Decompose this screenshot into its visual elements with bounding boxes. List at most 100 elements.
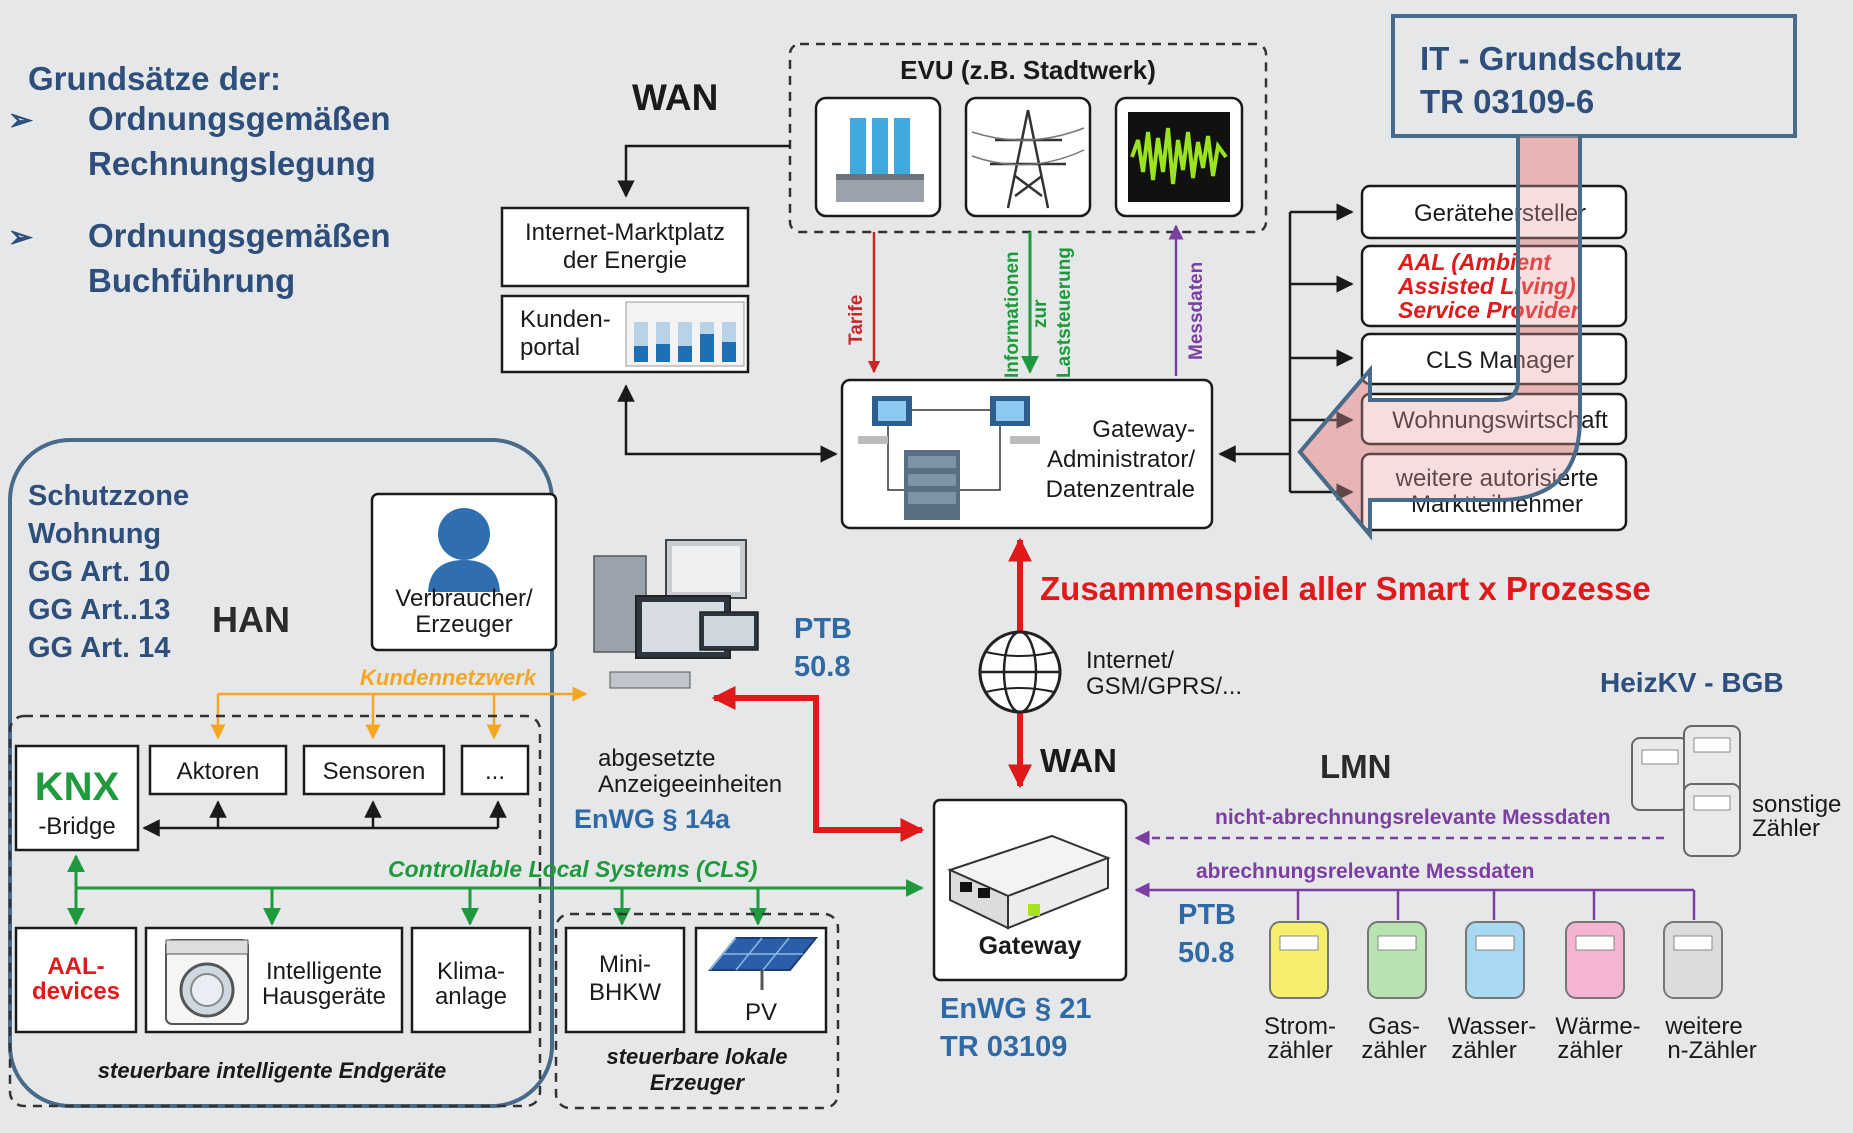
participant-wohnung	[1360, 392, 1628, 446]
evu-to-marketplace-arrow	[617, 144, 790, 198]
knx-box	[14, 744, 140, 852]
server-network-icon	[858, 396, 1040, 520]
internet-line-2: GSM/GPRS/...	[1086, 673, 1242, 700]
endgeraete-caption: steuerbare intelligente Endgeräte	[98, 1058, 446, 1083]
gateway-label: Gateway	[979, 932, 1082, 960]
more-devices-box	[460, 744, 530, 796]
aktoren-box	[148, 744, 288, 796]
meter-label-weitere-1: weitere	[1664, 1013, 1742, 1040]
abrechnung-arrow-group	[1134, 882, 1696, 920]
ptb-top-line-1: PTB	[794, 613, 852, 645]
portal-line-2: portal	[520, 334, 580, 361]
sonstige-line-2: Zähler	[1752, 815, 1820, 842]
verbraucher-line-1: Verbraucher/	[395, 585, 533, 612]
bullet-2-line-2: Buchführung	[88, 262, 295, 299]
schutzzone-line-5: GG Art. 14	[28, 632, 170, 664]
participant-hersteller	[1360, 184, 1628, 240]
it-grundschutz-subtitle: TR 03109-6	[1420, 83, 1594, 120]
han-devices-frame	[8, 714, 542, 1108]
sonstige-line-1: sonstige	[1752, 791, 1841, 818]
enwg21-line-2: TR 03109	[940, 1031, 1067, 1063]
info-label-2: zur	[1030, 299, 1051, 328]
evu-gwa-flows: Tarife Informationen zur Laststeuerung M…	[846, 224, 1207, 378]
meter-label-waerme-2: zähler	[1557, 1037, 1622, 1064]
anzeige-line-1: abgesetzte	[598, 745, 715, 772]
meter-label-gas-2: zähler	[1361, 1037, 1426, 1064]
participant-cls-manager	[1360, 332, 1628, 386]
lmn-label: LMN	[1320, 748, 1391, 785]
power-plant-icon	[814, 96, 942, 218]
knx-bridge: KNX -Bridge	[14, 744, 140, 852]
weitere-meter-icon	[1663, 921, 1723, 999]
erzeuger-frame	[554, 912, 840, 1110]
tarife-label: Tarife	[846, 295, 867, 345]
kundennetzwerk-label: Kundennetzwerk	[360, 665, 538, 690]
portal-gwa-arrow	[617, 384, 838, 463]
aal-devices-line-1: AAL-	[47, 953, 104, 980]
verbraucher-group: Verbraucher/ Erzeuger	[370, 492, 558, 652]
hausgeraete-line-2: Hausgeräte	[262, 983, 386, 1010]
portal-bar-chart-icon	[625, 301, 745, 367]
participants-group: Gerätehersteller AAL (Ambient Assisted L…	[1218, 184, 1628, 532]
principles-title: Grundsätze der:	[28, 60, 281, 97]
person-icon	[428, 508, 500, 592]
participant-weitere-line-2: Marktteilnehmer	[1411, 491, 1583, 518]
aktoren-label: Aktoren	[177, 758, 260, 785]
enwg14a-label: EnWG § 14a	[574, 804, 731, 834]
info-label-1: Informationen	[1002, 251, 1023, 378]
portal-line-1: Kunden-	[520, 306, 611, 333]
gwa-line-1: Gateway-	[1092, 416, 1195, 443]
enwg21-line-1: EnWG § 21	[940, 993, 1092, 1025]
ptb-bottom-line-1: PTB	[1178, 899, 1236, 931]
evu-group: EVU (z.B. Stadtwerk)	[788, 42, 1268, 234]
gateway-group: Gateway	[932, 798, 1128, 982]
gas-meter-icon	[1367, 921, 1427, 999]
erzeuger-caption-line-1: steuerbare lokale	[607, 1044, 788, 1069]
participant-aal-line-2: Assisted Living)	[1397, 273, 1576, 299]
meter-label-wasser-1: Wasser-	[1448, 1013, 1536, 1040]
bhkw-line-1: Mini-	[599, 951, 651, 978]
it-grundschutz-title: IT - Grundschutz	[1420, 40, 1682, 77]
sonstige-meters-icon	[1631, 725, 1741, 857]
meter-label-waerme-1: Wärme-	[1555, 1013, 1640, 1040]
display-devices-icon	[593, 539, 759, 689]
internet-line-1: Internet/	[1086, 647, 1174, 674]
aal-devices-line-2: devices	[32, 978, 120, 1005]
participant-weitere	[1360, 452, 1628, 532]
participant-hersteller-label: Gerätehersteller	[1414, 200, 1586, 227]
gateway-administrator-group: Gateway- Administrator/ Datenzentrale	[840, 378, 1214, 530]
sensoren-box	[302, 744, 446, 796]
ptb-bottom-line-2: 50.8	[1178, 937, 1234, 969]
marketplace-line-1: Internet-Marktplatz	[525, 219, 725, 246]
gateway-device-icon	[947, 834, 1111, 930]
messdaten-label: Messdaten	[1186, 262, 1207, 360]
knx-bridge-label: -Bridge	[38, 813, 115, 840]
participant-cls-label: CLS Manager	[1426, 347, 1574, 374]
sensoren-label: Sensoren	[323, 758, 426, 785]
hausgeraete-line-1: Intelligente	[266, 958, 382, 985]
bullet-2-line-1: Ordnungsgemäßen	[88, 217, 391, 254]
kundennetzwerk-group: Kundennetzwerk	[210, 665, 588, 740]
bullet-1-line-2: Rechnungslegung	[88, 145, 376, 182]
han-label: HAN	[212, 599, 290, 640]
wan-label-top: WAN	[632, 77, 718, 118]
ptb-top-line-2: 50.8	[794, 651, 850, 683]
display-gateway-arrow	[711, 686, 925, 842]
klimaanlage-box	[410, 926, 532, 1034]
bhkw-line-2: BHKW	[589, 979, 661, 1006]
schutzzone-labels: Schutzzone Wohnung GG Art. 10 GG Art..13…	[28, 480, 189, 664]
bullet-arrow-icon: ➢	[8, 221, 34, 254]
power-pylon-icon	[964, 96, 1092, 218]
wan-label-mid: WAN	[1040, 742, 1117, 779]
globe-icon	[978, 630, 1062, 714]
anzeige-line-2: Anzeigeeinheiten	[598, 771, 782, 798]
schutzzone-line-3: GG Art. 10	[28, 556, 170, 588]
solar-panel-icon	[707, 937, 819, 990]
meter-label-wasser-2: zähler	[1451, 1037, 1516, 1064]
evu-title: EVU (z.B. Stadtwerk)	[900, 55, 1156, 85]
signal-monitor-icon	[1114, 96, 1244, 218]
schutzzone-line-2: Wohnung	[28, 518, 161, 550]
wasser-meter-icon	[1465, 921, 1525, 999]
marketplace-group: Internet-Marktplatz der Energie Kunden- …	[500, 206, 750, 374]
